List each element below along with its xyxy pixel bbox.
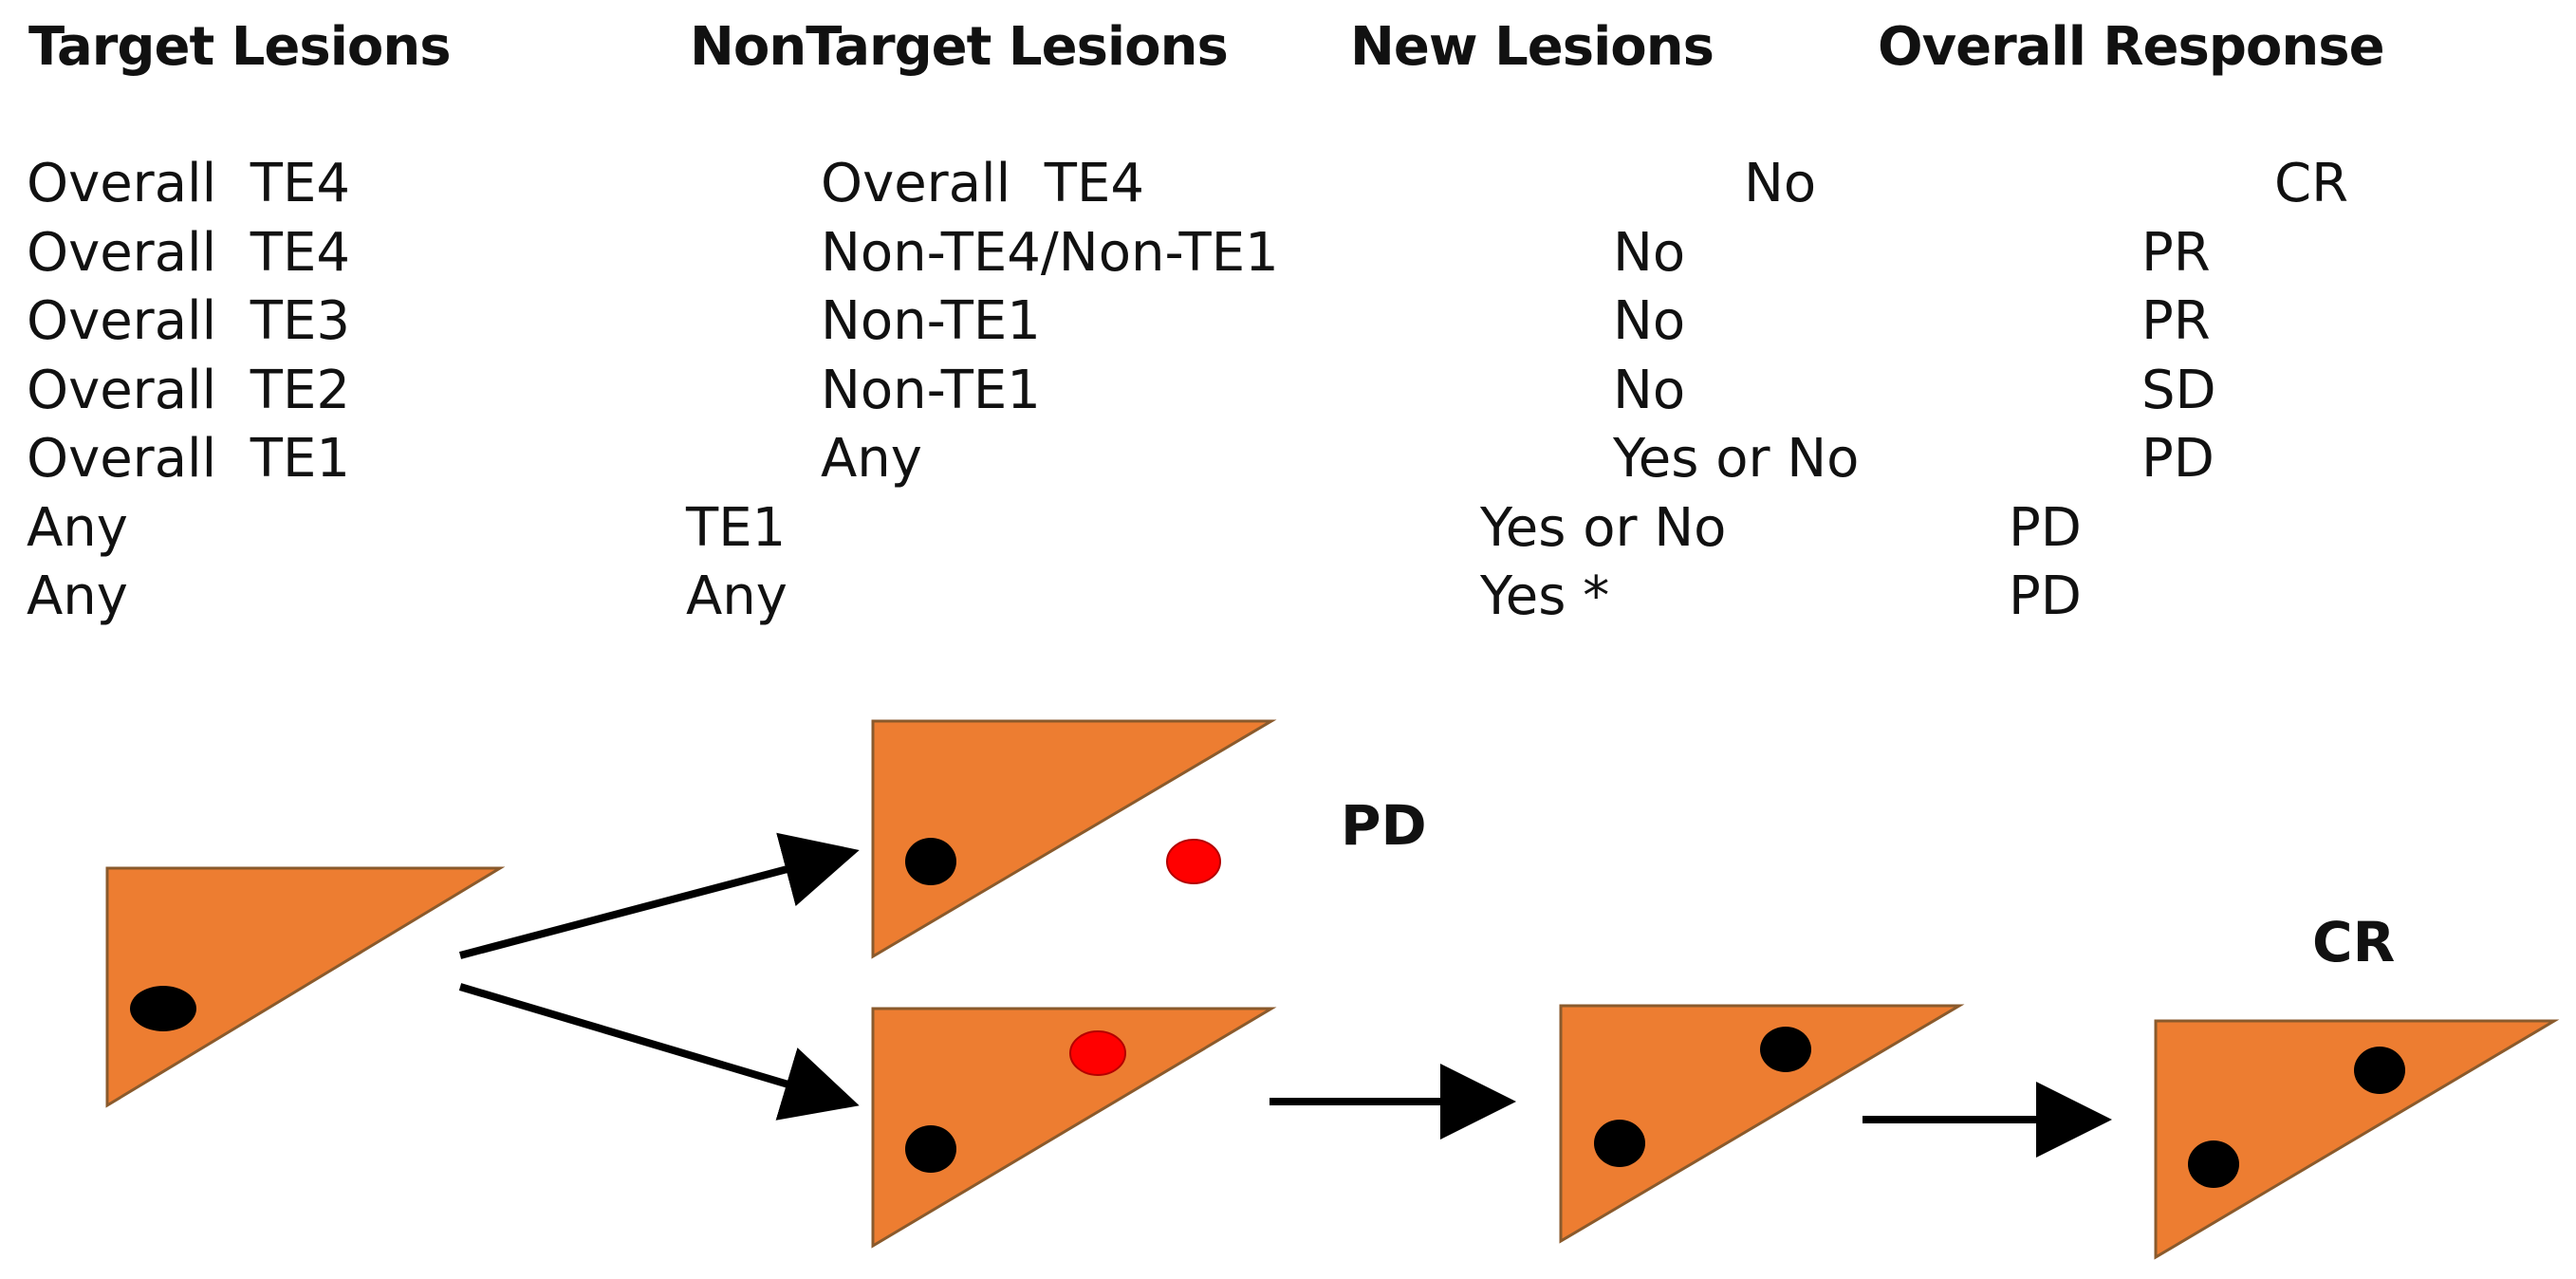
lesion-cr-a [2188,1140,2239,1188]
row-1-nontarget: Non-TE4/Non-TE1 [821,222,1279,284]
lesion-baseline [130,986,196,1031]
lesion-followup-2-a [1594,1120,1645,1167]
row-5-response: PD [2009,497,2082,559]
row-4-target: Overall TE1 [27,428,350,490]
row-2-response: PR [2141,290,2211,352]
header-overall-response: Overall Response [1878,16,2385,78]
row-6-target: Any [27,565,128,627]
row-6-new: Yes * [1480,565,1610,627]
arrow-to-pd [458,832,860,959]
row-4-new: Yes or No [1613,428,1860,490]
row-0-response: CR [2274,153,2349,214]
row-0-target: Overall TE4 [27,153,350,214]
lesion-followup-2-b [1760,1027,1811,1072]
header-new-lesions: New Lesions [1350,16,1714,78]
row-3-response: SD [2141,360,2216,421]
row-0-new: No [1744,153,1817,214]
row-3-nontarget: Non-TE1 [821,360,1041,421]
lesion-followup-1-a [905,1125,956,1173]
header-nontarget-lesions: NonTarget Lesions [690,16,1229,78]
row-2-nontarget: Non-TE1 [821,290,1041,352]
triangle-baseline [105,866,506,1108]
row-2-target: Overall TE3 [27,290,350,352]
row-5-new: Yes or No [1480,497,1727,559]
arrow-to-followup [458,983,860,1121]
row-6-nontarget: Any [686,565,788,627]
triangle-followup-1 [871,1007,1277,1249]
row-2-new: No [1613,290,1686,352]
row-5-target: Any [27,497,128,559]
row-6-response: PD [2009,565,2082,627]
label-cr: CR [2312,910,2395,974]
row-1-new: No [1613,222,1686,284]
label-pd: PD [1341,793,1427,858]
new-lesion-followup-1 [1069,1030,1126,1076]
row-3-target: Overall TE2 [27,360,350,421]
triangle-followup-2 [1559,1004,1965,1244]
triangle-pd [871,719,1277,959]
row-1-response: PR [2141,222,2211,284]
row-0-nontarget: Overall TE4 [821,153,1144,214]
row-5-nontarget: TE1 [686,497,787,559]
row-4-response: PD [2141,428,2215,490]
lesion-pd-target [905,838,956,885]
row-3-new: No [1613,360,1686,421]
row-4-nontarget: Any [821,428,922,490]
triangle-cr [2154,1019,2560,1260]
header-target-lesions: Target Lesions [28,16,452,78]
new-lesion-pd [1166,839,1221,884]
lesion-cr-b [2354,1047,2405,1094]
row-1-target: Overall TE4 [27,222,350,284]
